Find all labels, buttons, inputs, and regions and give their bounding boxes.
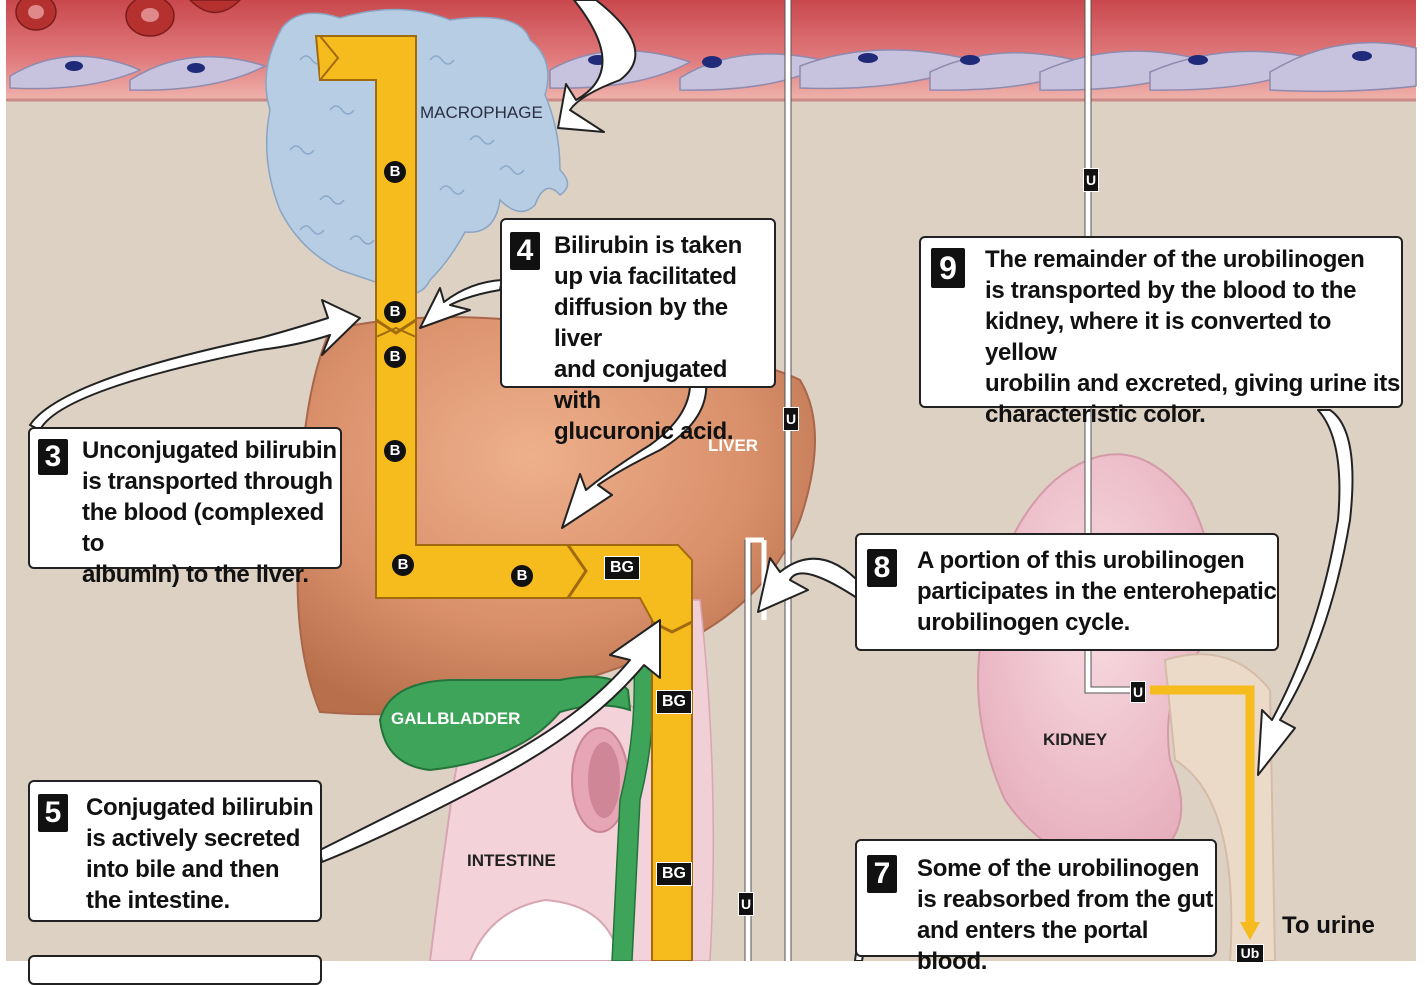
b-marker: B bbox=[394, 555, 412, 575]
bg-badge: BG bbox=[656, 862, 692, 886]
gallbladder-label: GALLBLADDER bbox=[391, 709, 520, 729]
b-marker: B bbox=[386, 441, 404, 461]
b-marker: B bbox=[386, 162, 404, 182]
callout-step-6-partial bbox=[28, 955, 322, 985]
b-marker: B bbox=[513, 566, 531, 586]
step-number: 9 bbox=[931, 248, 965, 288]
step-text: Conjugated bilirubin is actively secrete… bbox=[86, 792, 322, 916]
to-urine-label: To urine bbox=[1282, 912, 1375, 940]
step-number: 8 bbox=[867, 549, 897, 587]
b-marker: B bbox=[386, 302, 404, 322]
bilirubin-metabolism-diagram: B B B B B B BG BG BG U U U U Ub MACROPHA… bbox=[0, 0, 1425, 961]
callout-step-9: 9 The remainder of the urobilinogen is t… bbox=[919, 236, 1403, 408]
step-number: 7 bbox=[867, 855, 897, 893]
step-text: The remainder of the urobilinogen is tra… bbox=[985, 244, 1403, 430]
b-marker: B bbox=[386, 347, 404, 367]
ub-badge: Ub bbox=[1236, 944, 1264, 963]
macrophage-label: MACROPHAGE bbox=[420, 103, 543, 123]
u-badge: U bbox=[1130, 681, 1146, 703]
step-number: 5 bbox=[38, 794, 68, 832]
u-badge: U bbox=[783, 407, 799, 431]
intestine-label: INTESTINE bbox=[467, 851, 556, 871]
callout-step-3: 3 Unconjugated bilirubin is transported … bbox=[28, 427, 342, 569]
bg-badge: BG bbox=[604, 556, 640, 580]
step-text: Some of the urobilinogen is reabsorbed f… bbox=[917, 853, 1217, 977]
step-number: 4 bbox=[510, 232, 540, 270]
step-text: A portion of this urobilinogen participa… bbox=[917, 545, 1277, 638]
u-badge: U bbox=[1083, 168, 1099, 192]
step-number: 3 bbox=[38, 439, 68, 475]
callout-step-7: 7 Some of the urobilinogen is reabsorbed… bbox=[855, 839, 1217, 957]
step-text: Unconjugated bilirubin is transported th… bbox=[82, 435, 342, 590]
u-badge: U bbox=[738, 892, 754, 916]
kidney-label: KIDNEY bbox=[1043, 730, 1107, 750]
callout-step-8: 8 A portion of this urobilinogen partici… bbox=[855, 533, 1279, 651]
bg-badge: BG bbox=[656, 690, 692, 714]
step-text: Bilirubin is taken up via facilitated di… bbox=[554, 230, 776, 447]
callout-step-5: 5 Conjugated bilirubin is actively secre… bbox=[28, 780, 322, 922]
callout-step-4: 4 Bilirubin is taken up via facilitated … bbox=[500, 218, 776, 388]
